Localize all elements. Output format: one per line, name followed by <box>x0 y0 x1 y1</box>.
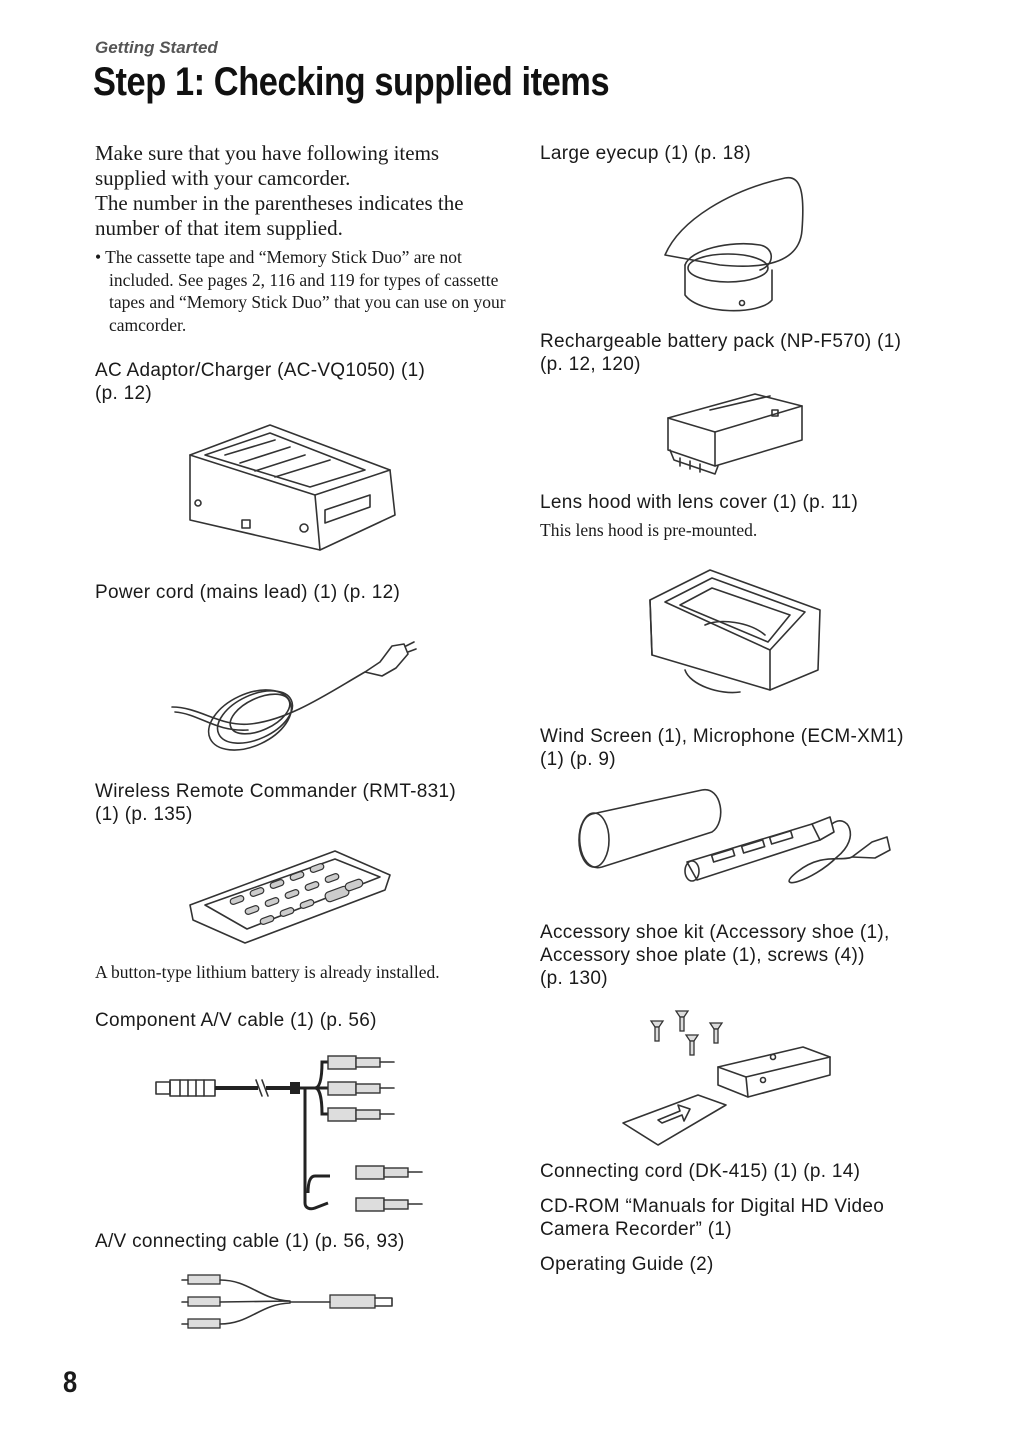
item-power-cord-label: Power cord (mains lead) (1) (p. 12) <box>95 582 401 603</box>
intro-bullet-note: • The cassette tape and “Memory Stick Du… <box>95 247 506 335</box>
item-shoe-kit-label: Accessory shoe kit (Accessory shoe (1), … <box>540 922 890 989</box>
page-number: 8 <box>63 1366 78 1399</box>
intro-paragraph: Make sure that you have following items … <box>95 141 464 240</box>
wind-screen-microphone-illustration <box>578 789 891 884</box>
item-operating-guide-label: Operating Guide (2) <box>540 1254 714 1275</box>
item-av-cable-label: A/V connecting cable (1) (p. 56, 93) <box>95 1231 405 1252</box>
item-lens-hood-note: This lens hood is pre-mounted. <box>540 520 758 540</box>
item-connecting-cord-label: Connecting cord (DK-415) (1) (p. 14) <box>540 1161 861 1182</box>
section-label: Getting Started <box>95 38 218 57</box>
item-remote-note: A button-type lithium battery is already… <box>95 962 440 982</box>
power-cord-illustration <box>171 641 417 751</box>
item-cdrom-label: CD-ROM “Manuals for Digital HD Video Cam… <box>540 1196 885 1240</box>
lens-hood-illustration <box>649 569 821 694</box>
item-eyecup-label: Large eyecup (1) (p. 18) <box>540 143 752 164</box>
item-remote-label: Wireless Remote Commander (RMT-831) (1) … <box>95 781 457 825</box>
accessory-shoe-kit-illustration <box>622 1010 831 1146</box>
page-title: Step 1: Checking supplied items <box>93 60 610 104</box>
av-connecting-cable-illustration <box>181 1274 393 1329</box>
remote-commander-illustration <box>189 850 391 944</box>
item-battery-label: Rechargeable battery pack (NP-F570) (1) … <box>540 331 902 375</box>
item-ac-adaptor-label: AC Adaptor/Charger (AC-VQ1050) (1) (p. 1… <box>95 360 426 404</box>
eyecup-illustration <box>664 176 804 312</box>
component-av-cable-illustration <box>155 1055 423 1212</box>
item-component-cable-label: Component A/V cable (1) (p. 56) <box>95 1010 377 1031</box>
battery-pack-illustration <box>667 393 803 475</box>
item-lens-hood-label: Lens hood with lens cover (1) (p. 11) <box>540 492 859 513</box>
item-microphone-label: Wind Screen (1), Microphone (ECM-XM1) (1… <box>540 726 904 770</box>
ac-adaptor-illustration <box>189 424 396 551</box>
